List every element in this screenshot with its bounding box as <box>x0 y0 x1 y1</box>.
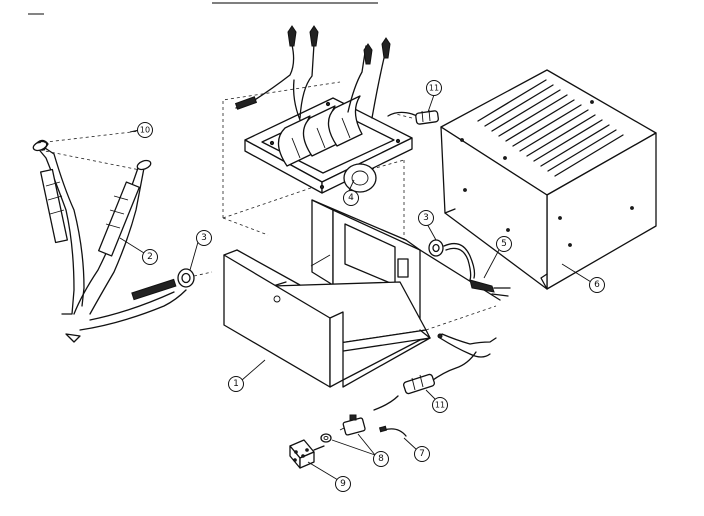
rectifier <box>289 439 325 469</box>
ac-power-cord <box>443 242 511 297</box>
callout-4: 4 <box>343 190 359 206</box>
callout-5-label: 5 <box>501 239 507 249</box>
callout-7-label: 7 <box>419 449 425 459</box>
callout-6-label: 6 <box>594 280 600 290</box>
grommet-lower <box>403 373 435 395</box>
callout-5: 5 <box>496 236 512 252</box>
grommet-top <box>395 109 439 125</box>
leader-lines <box>119 91 592 481</box>
base-chassis <box>223 199 501 388</box>
callout-4-label: 4 <box>348 193 354 203</box>
callout-11-lower-label: 11 <box>435 401 445 410</box>
jumper-wire <box>378 425 407 437</box>
callout-2: 2 <box>142 249 158 265</box>
callout-8: 8 <box>373 451 389 467</box>
callout-11-lower: 11 <box>432 397 448 413</box>
circuit-breaker <box>320 414 366 443</box>
callout-6: 6 <box>589 277 605 293</box>
transformer-assembly <box>222 25 431 240</box>
callout-3-right-label: 3 <box>423 213 429 223</box>
callout-9-label: 9 <box>340 479 346 489</box>
callout-1-label: 1 <box>233 379 239 389</box>
wire-terminals <box>287 25 391 65</box>
callout-11-top-label: 11 <box>429 84 439 93</box>
cover-vent-slots <box>477 79 624 177</box>
callout-3-left-label: 3 <box>201 233 207 243</box>
transformer-coils <box>277 95 363 167</box>
callout-11-top: 11 <box>426 80 442 96</box>
callout-10: 10 <box>137 122 153 138</box>
strain-relief-left <box>177 268 213 288</box>
callout-1: 1 <box>228 376 244 392</box>
cabinet-cover <box>440 69 657 290</box>
callout-8-label: 8 <box>378 454 384 464</box>
callout-2-label: 2 <box>147 252 153 262</box>
callout-7: 7 <box>414 446 430 462</box>
strain-relief-right <box>428 239 444 257</box>
lead-wires <box>373 333 497 411</box>
callout-9: 9 <box>335 476 351 492</box>
callout-10-label: 10 <box>140 126 150 135</box>
callout-3-left: 3 <box>196 230 212 246</box>
callout-3-right: 3 <box>418 210 434 226</box>
battery-clips <box>32 130 187 343</box>
